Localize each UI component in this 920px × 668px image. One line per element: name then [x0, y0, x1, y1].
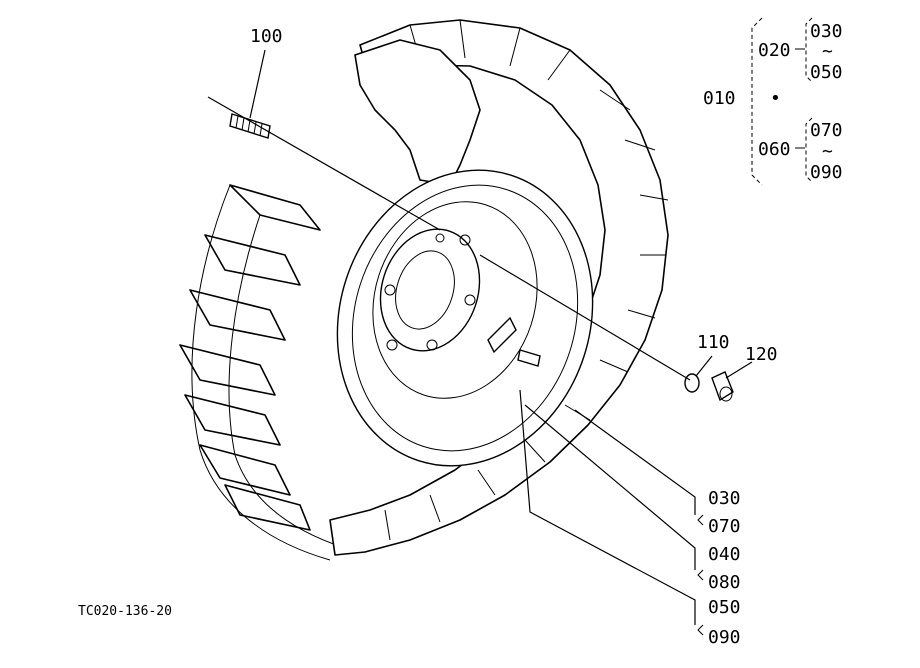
assembly-tree: 010 • 020 030 ~ 050 060 070 ~ 090: [703, 17, 843, 186]
callout-nut: 120: [745, 344, 778, 365]
tree-group-a-tilde: ~: [822, 41, 833, 62]
callout-stud: 100: [250, 26, 283, 47]
stud-drawing: [229, 113, 271, 139]
part-list-item: 080: [708, 572, 741, 593]
wheel-rim: [336, 169, 594, 467]
valve: [517, 349, 541, 367]
nut-drawing: [711, 371, 734, 402]
part-list: 030 070 040 080 050 090: [697, 488, 741, 648]
tree-root: 010: [703, 88, 736, 109]
part-list-item: 090: [708, 627, 741, 648]
tree-group-a: 020: [758, 40, 791, 61]
tree-dot: •: [770, 88, 781, 109]
washer-drawing: [684, 373, 700, 393]
leader-lines: [207, 49, 753, 625]
tree-group-a-to: 050: [810, 62, 843, 83]
part-list-item: 070: [708, 516, 741, 537]
part-list-item: 050: [708, 597, 741, 618]
tree-group-b-from: 070: [810, 120, 843, 141]
callout-washer: 110: [697, 332, 730, 353]
tire-right-lugs: [329, 19, 669, 556]
tire-left-lugs: [179, 184, 346, 561]
tree-group-b-to: 090: [810, 162, 843, 183]
label-plate: [487, 316, 517, 354]
figure-code: TC020-136-20: [78, 604, 172, 619]
tree-group-b-tilde: ~: [822, 141, 833, 162]
tree-group-b: 060: [758, 139, 791, 160]
part-list-item: 030: [708, 488, 741, 509]
tree-group-a-from: 030: [810, 21, 843, 42]
tire-drawing: [179, 19, 669, 561]
part-list-item: 040: [708, 544, 741, 565]
